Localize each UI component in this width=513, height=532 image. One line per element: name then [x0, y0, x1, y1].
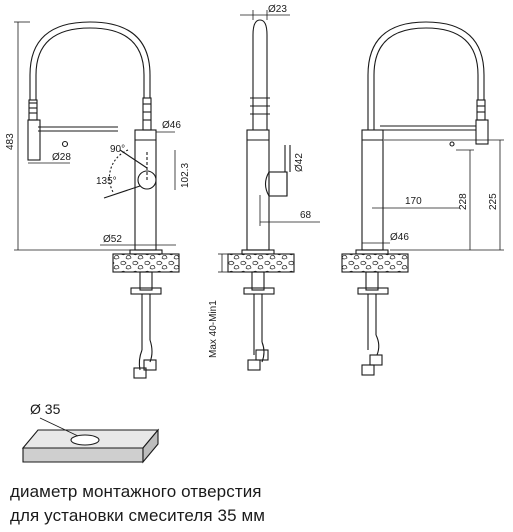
caption-line-2: для установки смесителя 35 мм: [10, 506, 266, 525]
dim-outlet-height: 228: [458, 193, 469, 210]
faucet-technical-drawing: 483 Ø23 Ø46 Ø28 90° 135° 102.3 Ø52 Ø42 6…: [5, 4, 504, 464]
side-view: [218, 10, 320, 371]
dim-base-diameter: Ø52: [103, 234, 122, 245]
dim-aerator-diameter: Ø28: [52, 152, 71, 163]
dim-spout-reach: 170: [405, 196, 422, 207]
caption-line-1: диаметр монтажного отверстия: [10, 482, 262, 501]
front-view: [14, 21, 180, 379]
dim-height-total: 483: [5, 133, 16, 150]
front-body: [134, 129, 157, 251]
dim-lever-reach: 68: [300, 210, 312, 221]
dim-hole-diameter: Ø 35: [30, 401, 61, 417]
dim-angle-135: 135°: [96, 176, 117, 187]
dim-angle-90: 90°: [110, 144, 125, 155]
side-body: [246, 129, 270, 251]
dim-spout-diameter: Ø23: [268, 4, 287, 15]
mounting-hole-illustration: [21, 417, 160, 464]
dim-body-diameter-right: Ø46: [390, 232, 409, 243]
dim-body-height: 225: [488, 193, 499, 210]
front-spout-arc: [29, 21, 151, 130]
rear-body: [361, 129, 384, 251]
dim-lever-diameter: Ø42: [294, 153, 305, 172]
dim-max-thickness: Max 40-Min1: [208, 300, 219, 358]
dim-body-diameter-top: Ø46: [162, 120, 181, 131]
dim-lever-offset: 102.3: [180, 163, 191, 188]
rear-view: [341, 21, 504, 376]
